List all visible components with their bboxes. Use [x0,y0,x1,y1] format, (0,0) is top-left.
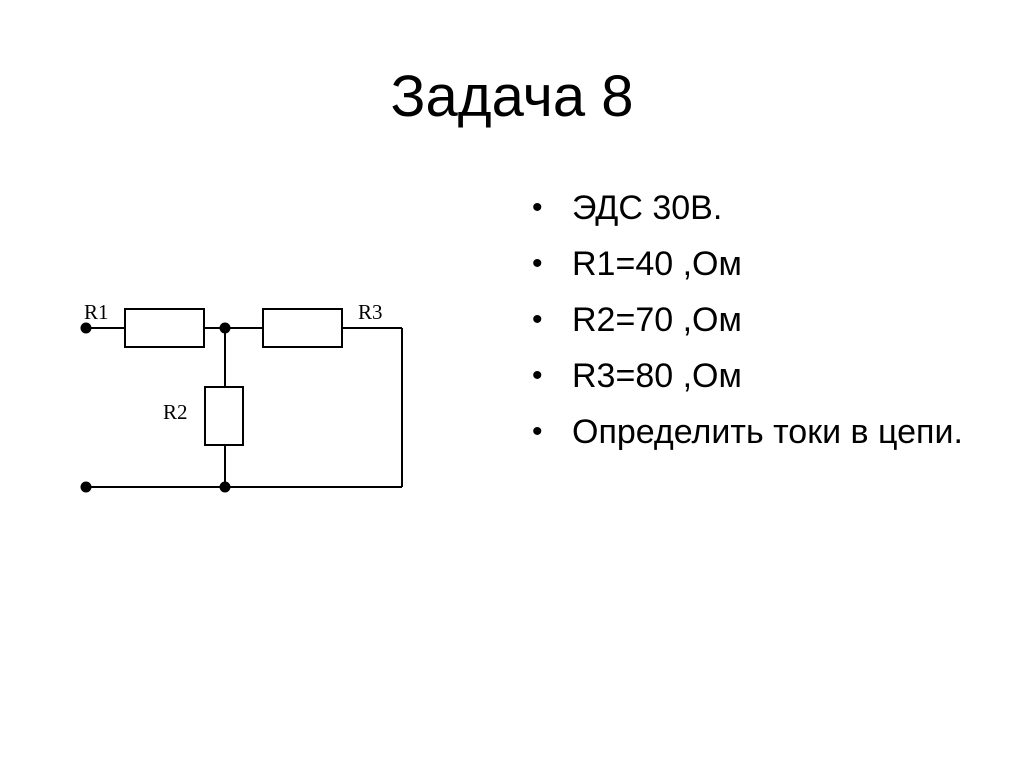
bullet-dot: • [532,359,543,392]
resistor-r3 [262,308,343,348]
bullet-dot: • [532,191,543,224]
slide-title: Задача 8 [390,64,634,129]
label-r1: R1 [84,300,109,324]
bullet-dot: • [532,415,543,448]
resistor-r1 [124,308,205,348]
bullet-dot: • [532,247,543,280]
label-r2: R2 [163,400,188,424]
bullet-text: R1=40 ,Ом [572,245,742,283]
bullet-dot: • [532,303,543,336]
list-item: • Определить токи в цепи. [528,412,998,452]
bullet-text: Определить токи в цепи. [572,413,963,451]
list-item: • R3=80 ,Ом [528,356,998,396]
list-item: • ЭДС 30В. [528,188,998,228]
circuit-diagram: R1 R3 R2 [80,300,403,493]
bullet-text: R3=80 ,Ом [572,357,742,395]
list-item: • R1=40 ,Ом [528,244,998,284]
bullet-text: R2=70 ,Ом [572,301,742,339]
list-item: • R2=70 ,Ом [528,300,998,340]
resistor-r2 [204,386,244,446]
terminal-top-dot [80,322,92,334]
label-r3: R3 [358,300,383,324]
bullet-list: • ЭДС 30В. • R1=40 ,Ом • R2=70 ,Ом • R3=… [528,188,998,468]
junction-bottom-dot [219,481,231,493]
bullet-text: ЭДС 30В. [572,189,723,227]
terminal-bottom-dot [80,481,92,493]
junction-top-dot [219,322,231,334]
